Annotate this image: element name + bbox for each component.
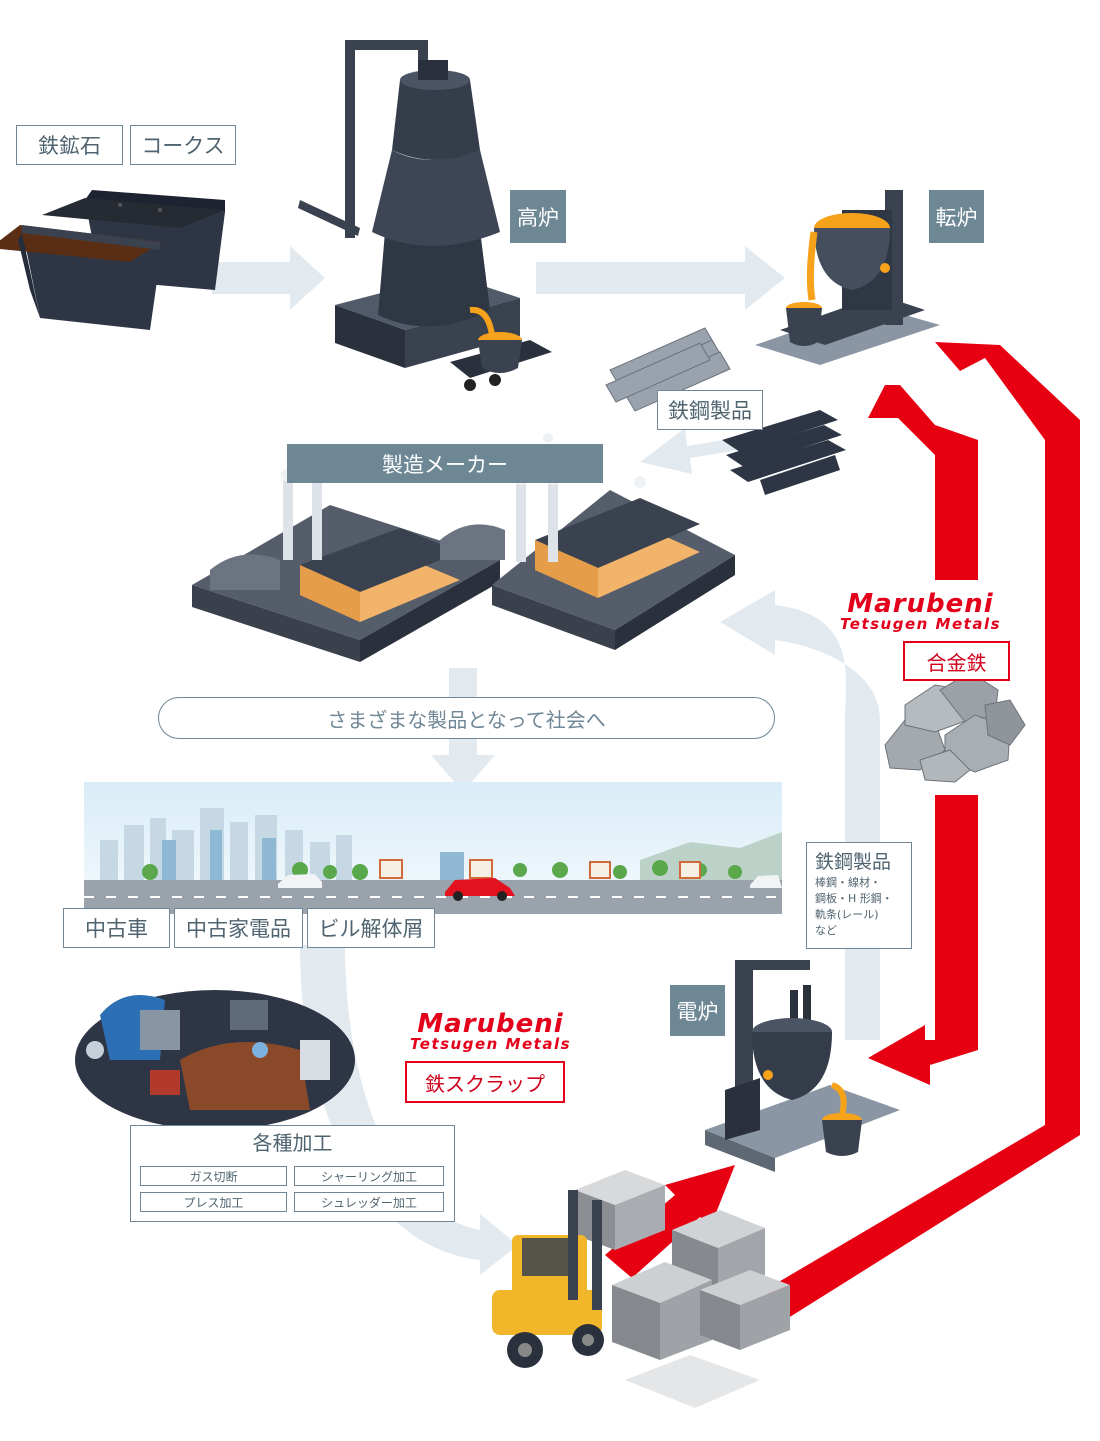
brand-name: Marubeni [847,589,994,619]
used-appliance-label: 中古家電品 [174,908,303,948]
brand-subname: Tetsugen Metals [839,615,1002,633]
electric-furnace-illustration [705,960,900,1172]
factory-illustration [192,433,735,662]
arrow-products-to-manufacturer [640,410,802,474]
ferroalloy-stones-illustration [884,671,1026,783]
steel-products-detail-2: 鋼板・H 形鋼・ [815,892,893,905]
ferroalloy-label: 合金鉄 [903,641,1010,681]
steel-products-detail-3: 軌条(レール) [815,908,879,921]
processing-item-shearing: シャーリング加工 [294,1166,444,1186]
brand-name: Marubeni [417,1009,564,1039]
arrow-scrap-to-converter-outer [765,342,1080,1320]
steel-products-label-top: 鉄鋼製品 [657,390,763,430]
processing-item-press: プレス加工 [140,1192,287,1212]
iron-scrap-label: 鉄スクラップ [405,1061,565,1103]
marubeni-logo-upper: Marubeni Tetsugen Metals [808,589,1033,633]
arrow-electric-to-manufacturer [720,590,880,1040]
city-scene-illustration [84,782,782,914]
arrow-society-to-forklift [300,945,518,1275]
arrow-bales-to-electric [605,1165,735,1278]
steel-products-detail-box: 鉄鋼製品 棒鋼・線材・ 鋼板・H 形鋼・ 軌条(レール) など [806,842,912,949]
arrow-scrap-to-converter-inner [868,385,978,580]
blast-furnace-label: 高炉 [510,190,566,243]
marubeni-logo-lower: Marubeni Tetsugen Metals [378,1009,603,1053]
processing-panel: 各種加工 ガス切断 シャーリング加工 プレス加工 シュレッダー加工 [130,1125,455,1222]
ore-coke-carts [0,190,225,330]
steel-products-side-title: 鉄鋼製品 [815,851,892,873]
arrow-blast-to-converter [536,246,785,310]
processing-title: 各種加工 [252,1131,333,1155]
scrap-flow-arrows [605,342,1080,1320]
blast-furnace-illustration [298,40,552,391]
demolition-scrap-label: ビル解体屑 [307,908,435,948]
steel-products-illustration [605,327,846,495]
scrap-bales-forklift-illustration [492,1170,790,1408]
brand-subname: Tetsugen Metals [409,1035,572,1053]
arrow-raw-to-blast-furnace [212,246,325,310]
coke-label: コークス [130,125,236,165]
processing-item-gas-cutting: ガス切断 [140,1166,287,1186]
manufacturer-label: 製造メーカー [287,444,603,483]
electric-furnace-label: 電炉 [670,985,725,1036]
arrow-ferroalloy-to-electric [868,795,978,1085]
used-car-label: 中古車 [63,908,170,948]
scrap-pile-illustration [75,990,355,1130]
converter-label: 転炉 [929,190,984,243]
society-label: さまざまな製品となって社会へ [158,697,775,739]
iron-ore-label: 鉄鉱石 [16,125,123,165]
processing-item-shredder: シュレッダー加工 [294,1192,444,1212]
converter-illustration [755,190,940,365]
steel-products-detail-4: など [815,924,837,937]
steel-products-detail-1: 棒鋼・線材・ [815,876,881,889]
